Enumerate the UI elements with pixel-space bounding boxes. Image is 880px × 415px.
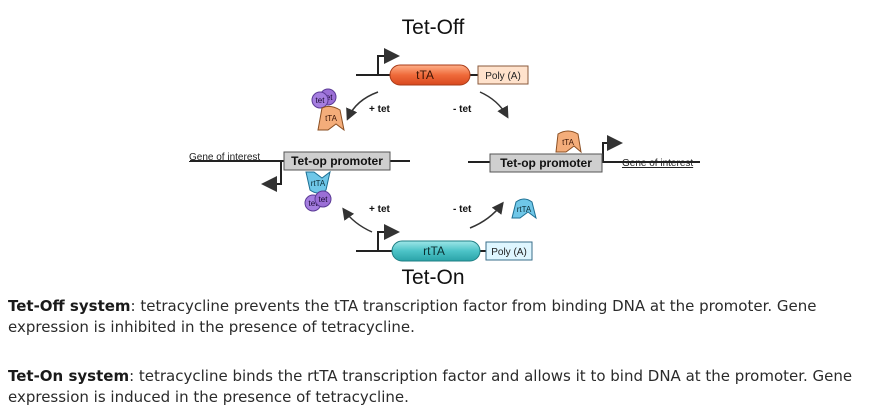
tta-protein-icon — [555, 130, 582, 154]
tet-label: tet — [324, 93, 334, 102]
tet-on-caption: Tet-On system: tetracycline binds the rt… — [8, 366, 874, 408]
plus-tet-bottom-label: + tet — [369, 204, 391, 215]
title-tet-on: Tet-On — [401, 266, 464, 289]
right-promoter-label: Tet-op promoter — [500, 156, 592, 170]
tet-on-caption-label: Tet-On system — [8, 367, 130, 385]
rtta-gene-label: rtTA — [423, 244, 445, 258]
tta-tet-complex-free: tet tet tTA — [311, 88, 345, 132]
arrow-minus-tet-top — [479, 91, 509, 119]
minus-tet-bottom-label: - tet — [453, 204, 472, 215]
left-gene-label: Gene of interest — [189, 152, 260, 163]
tet-label: tet — [316, 96, 326, 105]
minus-tet-top-label: - tet — [453, 104, 472, 115]
promoter-arrow-icon — [377, 224, 400, 251]
rtta-construct: rtTA Poly (A) — [356, 224, 533, 262]
arrow-plus-tet-top — [346, 91, 379, 121]
left-promoter-label: Tet-op promoter — [291, 154, 383, 168]
title-tet-off: Tet-Off — [402, 16, 465, 39]
rtta-free: rtTA — [511, 198, 537, 220]
promoter-arrow-icon — [261, 161, 282, 192]
rtta-tet-bound-promoter: rtTA tet tet — [304, 170, 332, 212]
tta-protein-label: tTA — [562, 138, 575, 147]
tta-protein-label: tTA — [325, 114, 338, 123]
plus-tet-top-label: + tet — [369, 104, 391, 115]
tet-label: tet — [309, 199, 319, 208]
tta-protein-icon — [317, 105, 345, 132]
polya-bottom-box — [485, 241, 533, 261]
tet-off-caption-label: Tet-Off system — [8, 297, 131, 315]
arrow-minus-tet-bottom — [469, 201, 504, 229]
tet-system-diagram: Tet-Off Tet-On tTA Poly (A) rtTA Poly (A… — [189, 16, 700, 289]
tta-gene-box — [389, 64, 471, 86]
arrow-plus-tet-bottom — [342, 207, 373, 233]
polya-bottom-label: Poly (A) — [491, 247, 527, 258]
tet-off-caption-text: : tetracycline prevents the tTA transcri… — [8, 297, 817, 336]
promoter-arrow-icon — [602, 135, 623, 162]
right-promoter-box — [489, 153, 603, 173]
rtta-protein-label: rtTA — [517, 205, 532, 214]
rtta-protein-label: rtTA — [311, 179, 326, 188]
right-promoter-construct: Tet-op promoter Gene of interest — [468, 135, 700, 173]
polya-top-label: Poly (A) — [485, 71, 521, 82]
tta-construct: tTA Poly (A) — [356, 48, 529, 86]
tet-label: tet — [319, 195, 329, 204]
tet-on-caption-text: : tetracycline binds the rtTA transcript… — [8, 367, 853, 406]
tet-off-caption: Tet-Off system: tetracycline prevents th… — [8, 296, 874, 338]
left-promoter-construct: Gene of interest Tet-op promoter — [189, 151, 410, 192]
promoter-arrow-icon — [377, 48, 400, 75]
right-gene-label: Gene of interest — [622, 158, 693, 169]
tet-molecule-icon — [314, 190, 332, 208]
rtta-gene-box — [391, 240, 481, 262]
tet-molecule-icon — [311, 91, 329, 109]
polya-top-box — [477, 65, 529, 85]
tta-gene-label: tTA — [416, 68, 434, 82]
rtta-protein-icon — [511, 198, 537, 220]
tta-bound-promoter: tTA — [555, 130, 582, 154]
left-promoter-box — [283, 151, 391, 171]
